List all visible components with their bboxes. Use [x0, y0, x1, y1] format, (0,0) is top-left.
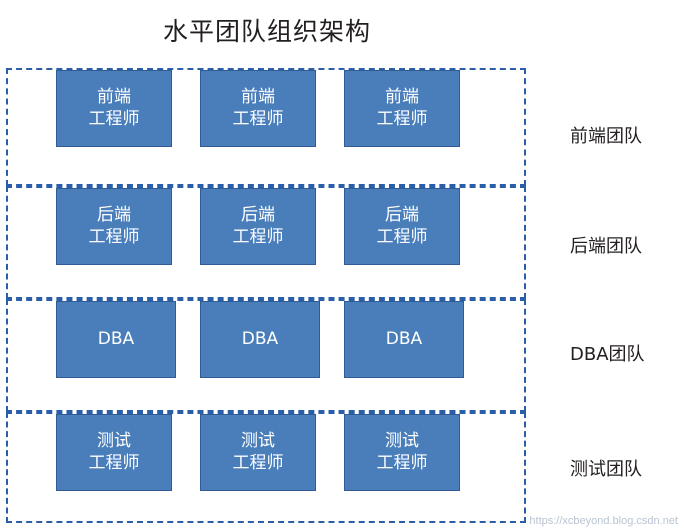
node-label-line1: DBA	[385, 328, 423, 349]
node-frontend-engineer-3[interactable]: 前端 工程师	[344, 70, 460, 147]
node-label-line1: 前端	[385, 86, 419, 107]
node-label-line2: 工程师	[88, 226, 140, 247]
node-label-line1: DBA	[97, 328, 135, 349]
node-label-line2: 工程师	[232, 226, 284, 247]
node-qa-engineer-3[interactable]: 测试 工程师	[344, 414, 460, 491]
node-label-line1: 后端	[241, 204, 275, 225]
team-group-backend: 后端 工程师 后端 工程师 后端 工程师	[6, 186, 526, 299]
node-label-line1: 测试	[385, 430, 419, 451]
team-group-dba: DBA DBA DBA	[6, 299, 526, 412]
node-dba-1[interactable]: DBA	[56, 301, 176, 378]
watermark: https://xcbeyond.blog.csdn.net	[529, 515, 678, 527]
team-group-qa: 测试 工程师 测试 工程师 测试 工程师	[6, 412, 526, 523]
node-label-line2: 工程师	[376, 452, 428, 473]
node-dba-2[interactable]: DBA	[200, 301, 320, 378]
node-label-line1: 测试	[241, 430, 275, 451]
team-group-frontend: 前端 工程师 前端 工程师 前端 工程师	[6, 68, 526, 186]
node-backend-engineer-1[interactable]: 后端 工程师	[56, 188, 172, 265]
node-frontend-engineer-1[interactable]: 前端 工程师	[56, 70, 172, 147]
node-frontend-engineer-2[interactable]: 前端 工程师	[200, 70, 316, 147]
node-label-line1: 前端	[241, 86, 275, 107]
node-label-line2: 工程师	[88, 452, 140, 473]
team-label-dba: DBA团队	[570, 344, 645, 365]
node-qa-engineer-1[interactable]: 测试 工程师	[56, 414, 172, 491]
node-label-line1: DBA	[241, 328, 279, 349]
node-label-line2: 工程师	[232, 108, 284, 129]
page-title: 水平团队组织架构	[162, 17, 371, 46]
node-label-line2: 工程师	[232, 452, 284, 473]
node-qa-engineer-2[interactable]: 测试 工程师	[200, 414, 316, 491]
team-label-qa: 测试团队	[570, 459, 642, 480]
node-label-line1: 后端	[97, 204, 131, 225]
node-backend-engineer-2[interactable]: 后端 工程师	[200, 188, 316, 265]
node-label-line2: 工程师	[88, 108, 140, 129]
node-label-line2: 工程师	[376, 226, 428, 247]
node-label-line1: 后端	[385, 204, 419, 225]
node-label-line1: 前端	[97, 86, 131, 107]
node-label-line1: 测试	[97, 430, 131, 451]
node-dba-3[interactable]: DBA	[344, 301, 464, 378]
team-label-frontend: 前端团队	[570, 126, 642, 147]
node-backend-engineer-3[interactable]: 后端 工程师	[344, 188, 460, 265]
team-label-backend: 后端团队	[570, 236, 642, 257]
node-label-line2: 工程师	[376, 108, 428, 129]
org-chart-diagram: 前端 工程师 前端 工程师 前端 工程师 后端 工程师 后端 工程师 后端 工程…	[6, 68, 528, 523]
